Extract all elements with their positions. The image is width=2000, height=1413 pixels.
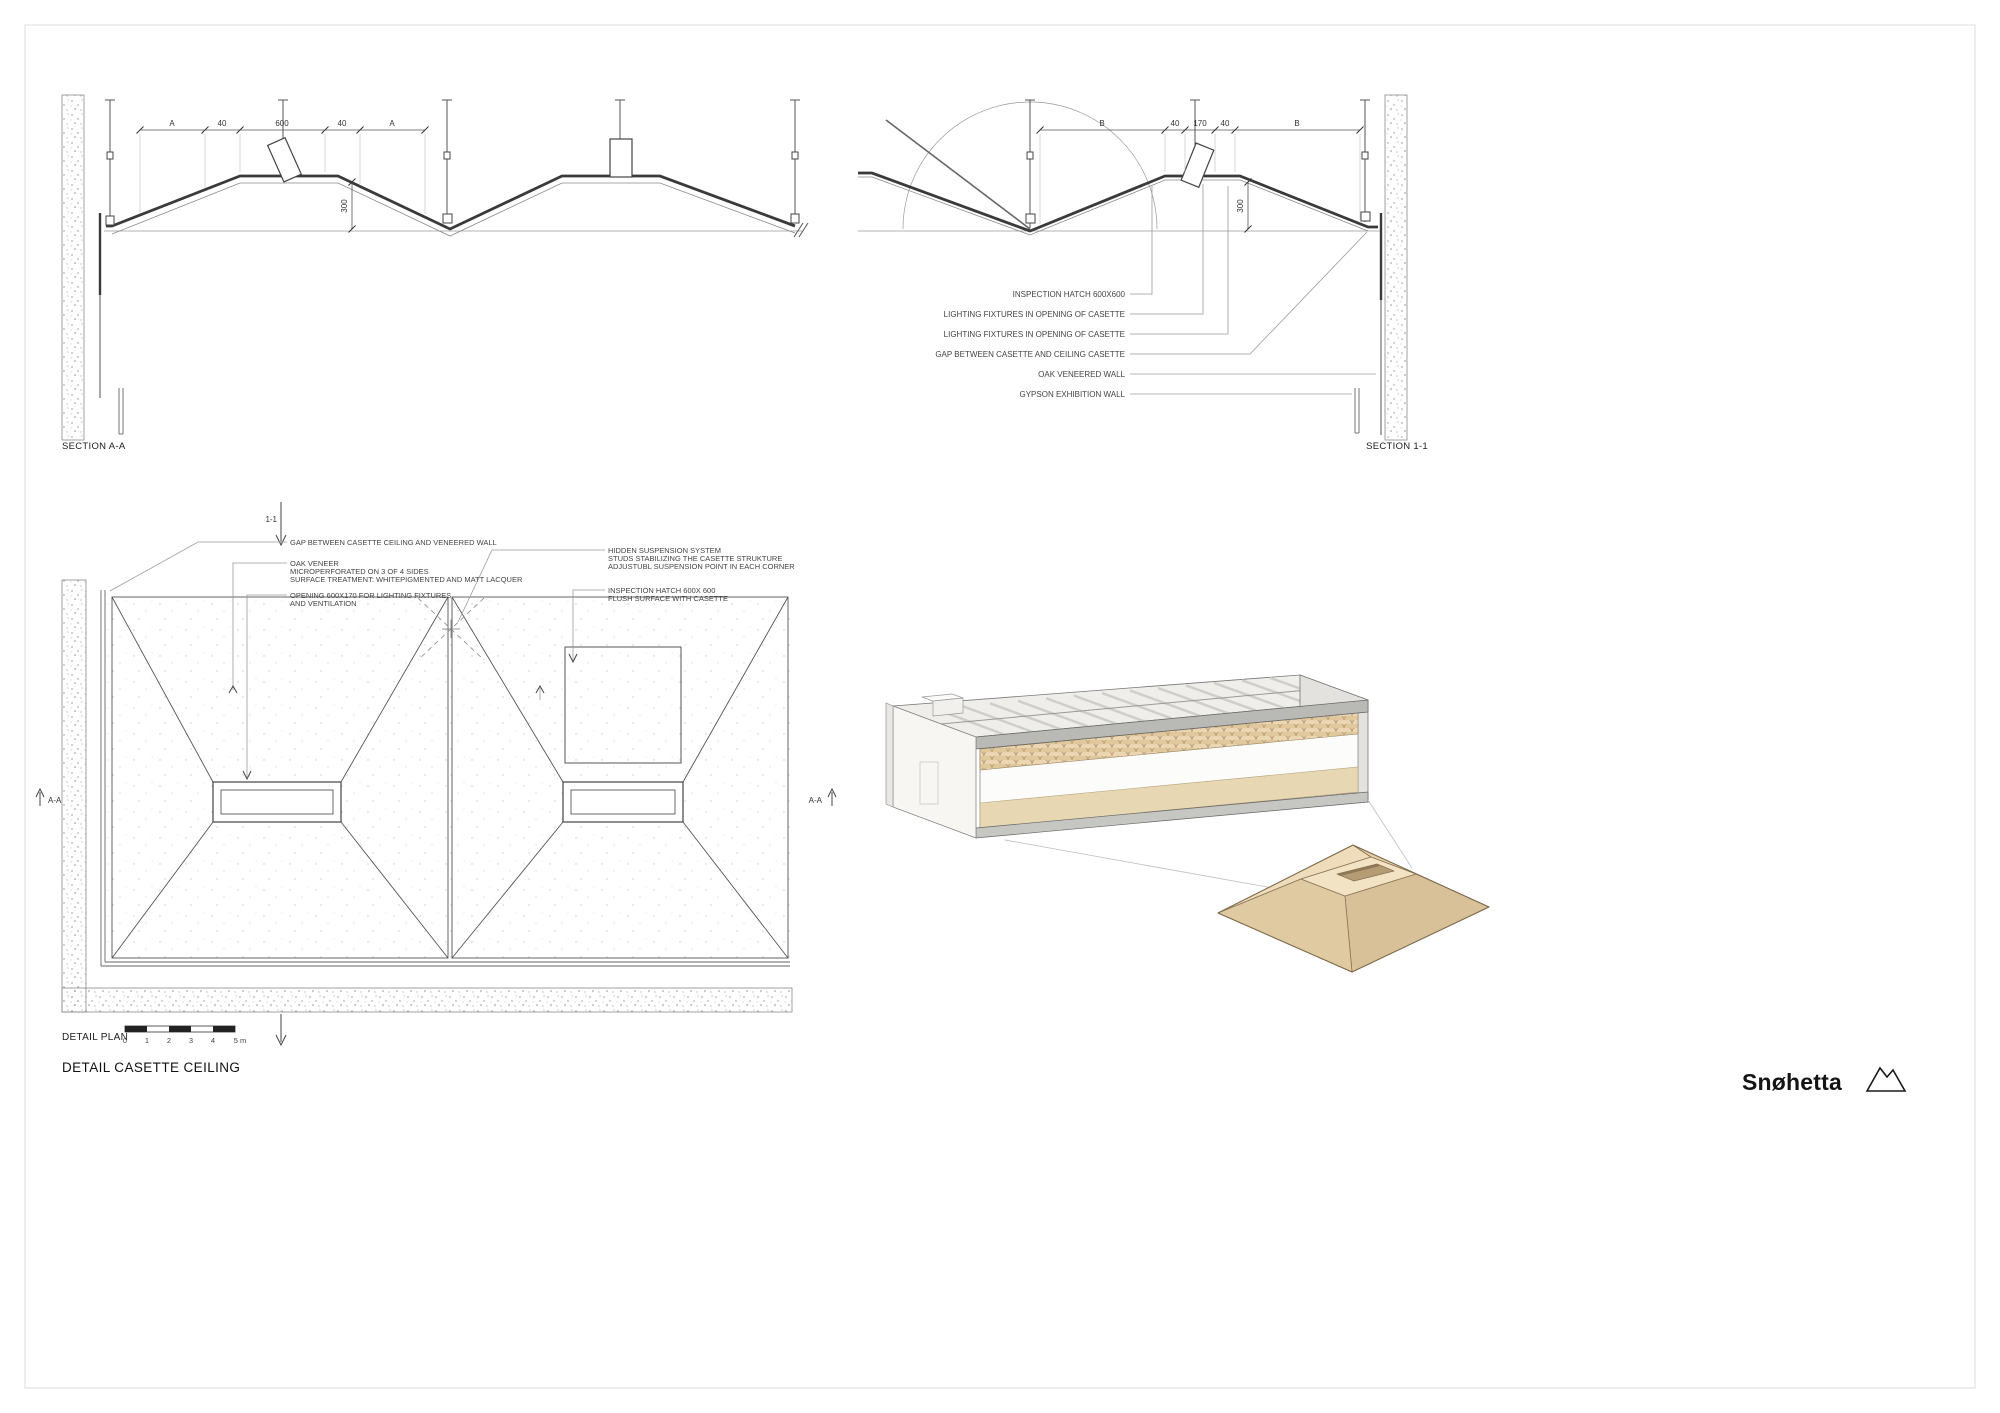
lighting-fixture (609, 138, 633, 178)
scale-0: 0 (123, 1036, 127, 1045)
svg-text:A-A: A-A (809, 796, 823, 805)
break-mark (793, 222, 804, 238)
lighting-fixture-tilted (1180, 142, 1215, 189)
concrete-wall-hatch-left (61, 579, 87, 1013)
dimension-line-top: A 40 600 40 A (136, 119, 429, 214)
plan-annotations: GAP BETWEEN CASETTE CEILING AND VENEERED… (109, 538, 795, 781)
annotation-oak-1: OAK VENEER (290, 559, 339, 568)
pyramid-face-sw (1217, 878, 1353, 973)
top-equipment-box (921, 693, 964, 717)
brand: Snøhetta (1742, 1066, 1907, 1095)
dim-a-left: A (169, 119, 175, 128)
exploded-view-leader-2 (1367, 799, 1413, 869)
gypson-wall-section (118, 388, 124, 435)
top-rail-line (940, 687, 1335, 725)
suspension-point-marker (417, 597, 485, 661)
box-floor (979, 766, 1359, 829)
concrete-wall-hatch (1384, 94, 1408, 441)
scale-4: 4 (211, 1036, 215, 1045)
cassette-plan-right (451, 596, 789, 959)
section-aa-label: SECTION A-A (62, 441, 126, 452)
dimension-300-vertical: 300 (1236, 178, 1252, 233)
concrete-wall-hatch (61, 94, 85, 441)
cassette-profile (106, 174, 796, 231)
annotation-gap: GAP BETWEEN CASETTE AND CEILING CASETTE (935, 350, 1125, 359)
brand-wordmark: Snøhetta (1742, 1069, 1842, 1095)
pyramid-outline (1217, 844, 1490, 973)
section-marker-11-top: 1-1 (265, 502, 287, 547)
suspension-rods (105, 99, 800, 226)
cassette-plan-left (111, 596, 449, 959)
dimension-300-vertical: 300 (340, 178, 356, 233)
dimension-line-top: B 40 170 40 B (1036, 119, 1364, 224)
scale-3: 3 (189, 1036, 193, 1045)
dim-40-right: 40 (1221, 119, 1230, 128)
dim-40-left: 40 (1171, 119, 1180, 128)
lighting-opening (212, 781, 342, 823)
concrete-wall-hatch-bottom (61, 987, 793, 1013)
plan-texture (108, 595, 792, 964)
scale-1: 1 (145, 1036, 149, 1045)
scale-bar: 0 1 2 3 4 5 m (123, 1025, 247, 1045)
sheet-title: DETAIL CASETTE CEILING (62, 1060, 240, 1075)
annotation-suspension-1: HIDDEN SUSPENSION SYSTEM (608, 546, 721, 555)
section-11-drawing: B 40 170 40 B 300 INSPECTION HATCH 600X6… (858, 94, 1428, 452)
annotation-hatch-2: FLUSH SURFACE WITH CASETTE (608, 594, 728, 603)
dim-40-left: 40 (218, 119, 227, 128)
svg-text:1-1: 1-1 (265, 515, 277, 524)
annotation-oak-2: MICROPERFORATED ON 3 OF 4 SIDES (290, 567, 429, 576)
annotation-inspection-hatch: INSPECTION HATCH 600X600 (1013, 290, 1126, 299)
sheet-frame (24, 24, 1976, 1389)
left-end-detail (919, 761, 939, 805)
exploded-view-leader-1 (1004, 839, 1296, 893)
cassette-3d-pyramid (1217, 844, 1490, 973)
annotation-suspension-3: ADJUSTUBL SUSPENSION POINT IN EACH CORNE… (608, 562, 795, 571)
dim-170: 170 (1193, 119, 1207, 128)
annotation-lighting-1: LIGHTING FIXTURES IN OPENING OF CASETTE (944, 310, 1125, 319)
scale-unit: 5 m (234, 1036, 247, 1045)
section-marker-11-bottom (275, 1014, 287, 1047)
dim-40-right: 40 (338, 119, 347, 128)
cassette-3d-cutaway (885, 674, 1413, 893)
gypson-wall-section (1354, 388, 1360, 434)
pyramid-hatch-opening (1336, 863, 1395, 882)
section-11-label: SECTION 1-1 (1366, 441, 1428, 452)
dim-b-left: B (1099, 119, 1104, 128)
scale-2: 2 (167, 1036, 171, 1045)
inspection-hatch-plan (564, 646, 682, 764)
dim-b-right: B (1294, 119, 1299, 128)
suspension-rods (1025, 99, 1371, 228)
dim-600: 600 (275, 119, 289, 128)
detail-plan-drawing: 1-1 A-A A-A GAP BETWEEN C (35, 502, 837, 1047)
svg-text:A-A: A-A (48, 796, 62, 805)
section-aa-drawing: A 40 600 40 A 300 SECTION A-A (61, 94, 809, 452)
annotation-opening-2: AND VENTILATION (290, 599, 357, 608)
annotation-oak-wall: OAK VENEERED WALL (1038, 370, 1125, 379)
annotation-gypson-wall: GYPSON EXHIBITION WALL (1019, 390, 1125, 399)
section-11-annotations: INSPECTION HATCH 600X600 LIGHTING FIXTUR… (935, 184, 1376, 399)
open-hatch-line (885, 119, 1031, 230)
dim-a-right: A (389, 119, 395, 128)
cassette-profile (858, 171, 1378, 233)
section-marker-aa-left: A-A (35, 787, 62, 806)
dim-300: 300 (340, 199, 349, 213)
lighting-opening (562, 781, 684, 823)
annotation-oak-3: SURFACE TREATMENT: WHITEPIGMENTED AND MA… (290, 575, 523, 584)
detail-plan-label: DETAIL PLAN (62, 1032, 128, 1043)
section-marker-aa-right: A-A (809, 787, 837, 806)
annotation-suspension-2: STUDS STABILIZING THE CASETTE STRUKTURE (608, 554, 782, 563)
annotation-opening-1: OPENING 600X170 FOR LIGHTING FIXTURES (290, 591, 451, 600)
annotation-hatch-1: INSPECTION HATCH 600X 600 (608, 586, 715, 595)
dim-300: 300 (1236, 199, 1245, 213)
lighting-fixture-tilted (266, 136, 303, 183)
annotation-gap: GAP BETWEEN CASETTE CEILING AND VENEERED… (290, 538, 497, 547)
mountain-logo-icon (1865, 1066, 1907, 1092)
annotation-lighting-2: LIGHTING FIXTURES IN OPENING OF CASETTE (944, 330, 1125, 339)
